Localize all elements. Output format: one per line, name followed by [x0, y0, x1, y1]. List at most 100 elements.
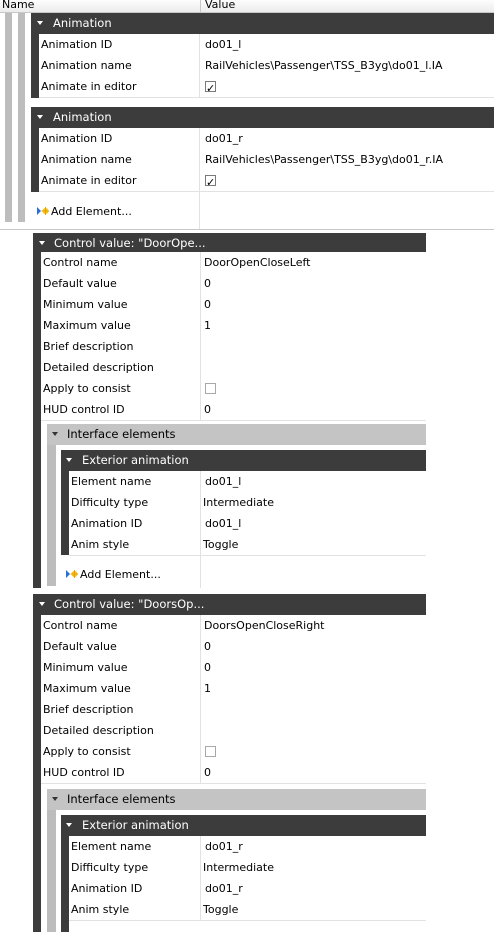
property-row[interactable]: Brief description: [41, 336, 426, 358]
property-value[interactable]: DoorsOpenCloseRight: [204, 619, 325, 632]
interface-elements-header[interactable]: Interface elements: [47, 789, 426, 810]
property-row[interactable]: Detailed description: [41, 720, 426, 742]
animation-section-header[interactable]: Animation: [31, 107, 494, 128]
add-element-button[interactable]: Add Element...: [37, 201, 187, 222]
animation-section-header[interactable]: Animation: [31, 13, 494, 34]
property-name: Brief description: [43, 703, 134, 716]
property-row[interactable]: Difficulty type Intermediate: [69, 857, 426, 879]
property-name: Detailed description: [43, 361, 154, 374]
section-title: Interface elements: [67, 427, 176, 441]
property-name: Difficulty type: [71, 496, 149, 509]
control-section-header[interactable]: Control value: "DoorsOp...: [33, 594, 426, 615]
property-value[interactable]: 0: [204, 298, 211, 311]
control-section-header[interactable]: Control value: "DoorOpe...: [33, 233, 426, 254]
exterior-animation-header[interactable]: Exterior animation: [61, 815, 426, 836]
property-row[interactable]: Minimum value 0: [41, 657, 426, 679]
property-value[interactable]: 1: [204, 682, 211, 695]
property-name: Minimum value: [43, 298, 128, 311]
property-name: Default value: [43, 640, 117, 653]
property-name: Animation ID: [41, 132, 113, 145]
property-value[interactable]: do01_r: [205, 840, 243, 853]
property-row[interactable]: Anim style Toggle: [69, 899, 426, 921]
property-row[interactable]: Brief description: [41, 699, 426, 721]
property-name: Animation name: [41, 153, 132, 166]
collapse-triangle-icon[interactable]: [52, 797, 58, 801]
property-value[interactable]: Toggle: [203, 538, 239, 551]
property-value[interactable]: RailVehicles\Passenger\TSS_B3yg\do01_l.I…: [205, 59, 443, 72]
exterior-group-bar: [61, 450, 69, 555]
value-column-header[interactable]: Value: [205, 0, 236, 11]
property-value[interactable]: do01_l: [205, 475, 242, 488]
collapse-triangle-icon[interactable]: [39, 602, 45, 606]
property-row[interactable]: Element name do01_r: [69, 836, 426, 858]
property-row[interactable]: Control name DoorOpenCloseLeft: [41, 252, 426, 274]
property-row[interactable]: Default value 0: [41, 636, 426, 658]
apply-to-consist-checkbox[interactable]: [205, 746, 216, 757]
property-row[interactable]: Maximum value 1: [41, 315, 426, 337]
property-row[interactable]: Animation name RailVehicles\Passenger\TS…: [39, 55, 494, 77]
property-name: Anim style: [71, 538, 130, 551]
collapse-triangle-icon[interactable]: [39, 241, 45, 245]
collapse-triangle-icon[interactable]: [66, 823, 72, 827]
property-value[interactable]: RailVehicles\Passenger\TSS_B3yg\do01_r.I…: [205, 153, 444, 166]
property-value[interactable]: Intermediate: [203, 861, 274, 874]
property-row[interactable]: Apply to consist: [41, 741, 426, 763]
inner-indent-bar: [18, 13, 25, 222]
outer-indent-bar: [5, 13, 12, 222]
collapse-triangle-icon[interactable]: [66, 458, 72, 462]
collapse-triangle-icon[interactable]: [52, 432, 58, 436]
property-name: Animate in editor: [41, 80, 137, 93]
collapse-triangle-icon[interactable]: [37, 115, 43, 119]
section-title: Exterior animation: [82, 453, 189, 467]
property-value[interactable]: DoorOpenCloseLeft: [204, 256, 311, 269]
property-row[interactable]: Maximum value 1: [41, 678, 426, 700]
name-column-header[interactable]: Name: [2, 0, 35, 11]
interface-elements-header[interactable]: Interface elements: [47, 424, 426, 445]
property-name: Detailed description: [43, 724, 154, 737]
add-element-icon: [37, 207, 49, 215]
property-name: Animation ID: [41, 38, 113, 51]
property-row[interactable]: Default value 0: [41, 273, 426, 295]
section-divider: [0, 229, 494, 230]
property-row[interactable]: Element name do01_l: [69, 471, 426, 493]
property-row[interactable]: Animation ID do01_l: [69, 513, 426, 535]
apply-to-consist-checkbox[interactable]: [205, 383, 216, 394]
property-row[interactable]: Animation name RailVehicles\Passenger\TS…: [39, 149, 494, 171]
animate-in-editor-checkbox[interactable]: [205, 172, 216, 193]
property-row[interactable]: Animation ID do01_l: [39, 34, 494, 56]
property-value[interactable]: do01_l: [205, 38, 242, 51]
column-separator[interactable]: [200, 0, 201, 12]
property-value[interactable]: 0: [204, 640, 211, 653]
exterior-group-bar: [61, 815, 69, 932]
animate-in-editor-checkbox[interactable]: [205, 78, 216, 99]
property-name: Animation name: [41, 59, 132, 72]
property-value[interactable]: 0: [204, 277, 211, 290]
property-value[interactable]: 0: [204, 403, 211, 416]
property-value[interactable]: do01_r: [205, 132, 243, 145]
property-row[interactable]: Detailed description: [41, 357, 426, 379]
interface-indent-bar: [47, 789, 56, 932]
property-row[interactable]: HUD control ID 0: [41, 762, 426, 784]
property-row[interactable]: Minimum value 0: [41, 294, 426, 316]
property-value[interactable]: 0: [204, 661, 211, 674]
property-row[interactable]: Animate in editor: [39, 76, 494, 99]
exterior-animation-header[interactable]: Exterior animation: [61, 450, 426, 471]
property-name: Animation ID: [71, 882, 143, 895]
property-row[interactable]: Apply to consist: [41, 378, 426, 400]
property-row[interactable]: Animation ID do01_r: [39, 128, 494, 150]
property-row[interactable]: Animate in editor: [39, 170, 494, 193]
property-value[interactable]: do01_r: [205, 882, 243, 895]
property-value[interactable]: 1: [204, 319, 211, 332]
property-row[interactable]: Difficulty type Intermediate: [69, 492, 426, 514]
property-name: Element name: [71, 475, 152, 488]
property-value[interactable]: 0: [204, 766, 211, 779]
property-value[interactable]: Toggle: [203, 903, 239, 916]
add-element-button[interactable]: Add Element...: [66, 564, 196, 585]
property-row[interactable]: Control name DoorsOpenCloseRight: [41, 615, 426, 637]
property-row[interactable]: HUD control ID 0: [41, 399, 426, 421]
property-value[interactable]: Intermediate: [203, 496, 274, 509]
property-row[interactable]: Anim style Toggle: [69, 534, 426, 556]
property-value[interactable]: do01_l: [205, 517, 242, 530]
property-row[interactable]: Animation ID do01_r: [69, 878, 426, 900]
collapse-triangle-icon[interactable]: [37, 21, 43, 25]
